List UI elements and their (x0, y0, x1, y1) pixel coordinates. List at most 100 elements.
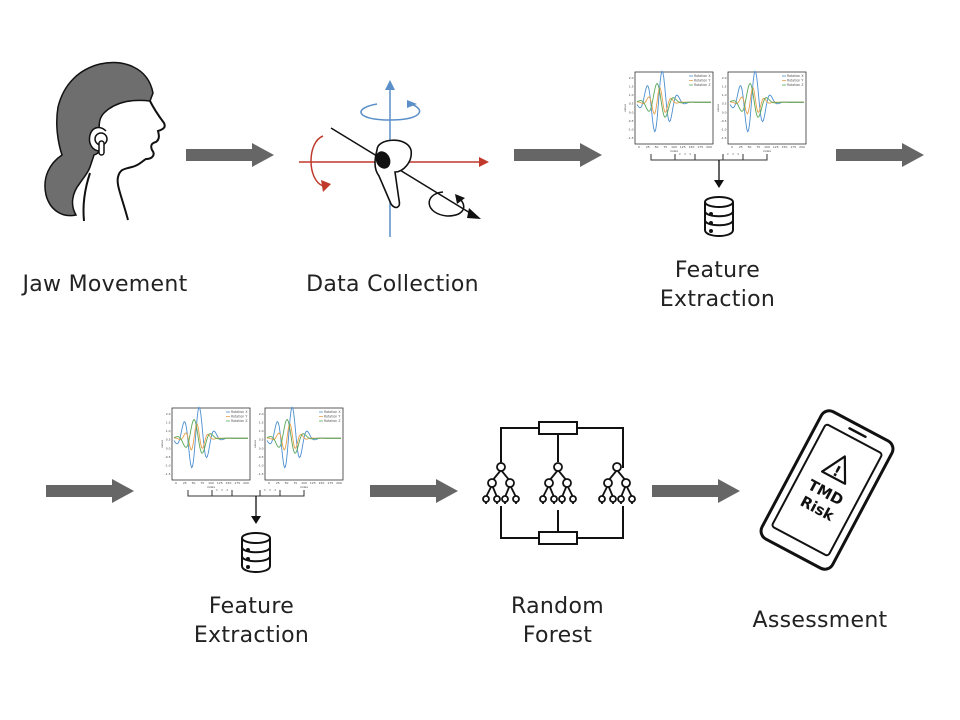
y-tick-label: 0.5 (259, 438, 264, 442)
y-tick-label: -0.5 (165, 455, 171, 459)
label-line: Extraction (659, 287, 776, 312)
ellipsis: · · · (216, 486, 229, 495)
x-tick-label: 125 (310, 481, 316, 485)
legend-entry: Rotation X (324, 410, 341, 414)
y-tick-label: 1.0 (722, 93, 727, 97)
legend-entry: Rotation X (231, 410, 248, 414)
decision-tree-icon (539, 462, 577, 505)
label-assessment: Assessment (752, 608, 888, 633)
label-data-collection: Data Collection (306, 272, 479, 297)
legend-entry: Rotation Z (694, 83, 711, 87)
x-tick-label: 50 (192, 481, 196, 485)
x-tick-label: 0 (638, 145, 640, 149)
x-tick-label: 50 (748, 145, 752, 149)
x-tick-label: 75 (663, 145, 667, 149)
signal-series (173, 418, 248, 454)
y-tick-label: 0.0 (629, 110, 634, 114)
x-tick-label: 75 (293, 481, 297, 485)
x-tick-label: 125 (217, 481, 223, 485)
label-jaw-movement: Jaw Movement (22, 272, 188, 297)
database-icon (241, 532, 271, 573)
x-tick-label: 150 (782, 145, 788, 149)
y-axis-label: value (160, 440, 164, 448)
x-tick-label: 175 (234, 481, 240, 485)
x-tick-label: 125 (773, 145, 779, 149)
warning-icon: ! (820, 455, 847, 485)
x-tick-label: 175 (697, 145, 703, 149)
x-tick-label: 50 (285, 481, 289, 485)
legend-entry: Rotation Y (324, 415, 340, 419)
y-tick-label: -1.5 (721, 136, 727, 140)
plot-frame (171, 407, 251, 481)
plot-frame (264, 407, 344, 481)
ellipsis: · · · (727, 150, 740, 159)
y-tick-label: -1.0 (258, 463, 264, 467)
y-tick-label: 1.5 (259, 421, 264, 425)
y-tick-label: 0.5 (722, 102, 727, 106)
legend-entry: Rotation X (694, 74, 711, 78)
feature-bracket (187, 490, 305, 497)
flow-arrow-4 (46, 479, 136, 503)
x-tick-label: 0 (268, 481, 270, 485)
legend-entry: Rotation Y (787, 79, 803, 83)
label-line: Feature (674, 258, 761, 283)
label-feature-extraction-top: Feature Extraction (630, 256, 805, 314)
x-axis-label: index (670, 149, 678, 153)
x-tick-label: 125 (680, 145, 686, 149)
flow-arrow-1 (186, 143, 276, 167)
y-tick-label: 0.0 (259, 446, 264, 450)
label-random-forest: Random Forest (470, 592, 645, 650)
y-tick-label: -1.5 (628, 136, 634, 140)
down-arrow-head (251, 516, 261, 524)
x-tick-label: 100 (208, 481, 214, 485)
x-tick-label: 25 (646, 145, 650, 149)
flow-arrow-6 (652, 479, 742, 503)
y-tick-label: 2.0 (722, 76, 727, 80)
y-tick-label: 1.0 (629, 93, 634, 97)
earbud-device-icon (374, 139, 413, 209)
x-tick-label: 200 (706, 145, 712, 149)
x-tick-label: 175 (327, 481, 333, 485)
x-tick-label: 175 (790, 145, 796, 149)
y-tick-label: 1.5 (629, 85, 634, 89)
data-collection-illustration (295, 80, 490, 240)
y-tick-label: -1.0 (721, 127, 727, 131)
x-tick-label: 50 (655, 145, 659, 149)
legend-entry: Rotation Y (694, 79, 710, 83)
x-axis-label: index (300, 485, 308, 489)
x-tick-label: 200 (799, 145, 805, 149)
y-tick-label: 2.0 (629, 76, 634, 80)
y-tick-label: 1.5 (722, 85, 727, 89)
random-forest-illustration (482, 418, 636, 548)
x-tick-label: 0 (175, 481, 177, 485)
y-tick-label: -1.5 (165, 472, 171, 476)
signal-series (266, 418, 341, 454)
label-line: Feature (208, 594, 295, 619)
down-arrow-head (714, 180, 724, 188)
legend-entry: Rotation X (787, 74, 804, 78)
y-axis-label: value (716, 104, 720, 112)
x-tick-label: 0 (731, 145, 733, 149)
y-tick-label: -0.5 (721, 119, 727, 123)
y-tick-label: 2.0 (166, 412, 171, 416)
decision-tree-icon (598, 462, 636, 505)
feature-bracket (650, 154, 768, 161)
database-icon (704, 196, 734, 237)
x-tick-label: 150 (319, 481, 325, 485)
x-axis-label: index (207, 485, 215, 489)
plot-frame (634, 71, 714, 145)
y-tick-label: -0.5 (628, 119, 634, 123)
y-tick-label: -1.0 (165, 463, 171, 467)
x-tick-label: 100 (764, 145, 770, 149)
label-line: Random (511, 594, 604, 619)
x-tick-label: 200 (336, 481, 342, 485)
decision-tree-icon (482, 462, 520, 504)
forest-bottom-box (538, 531, 578, 545)
